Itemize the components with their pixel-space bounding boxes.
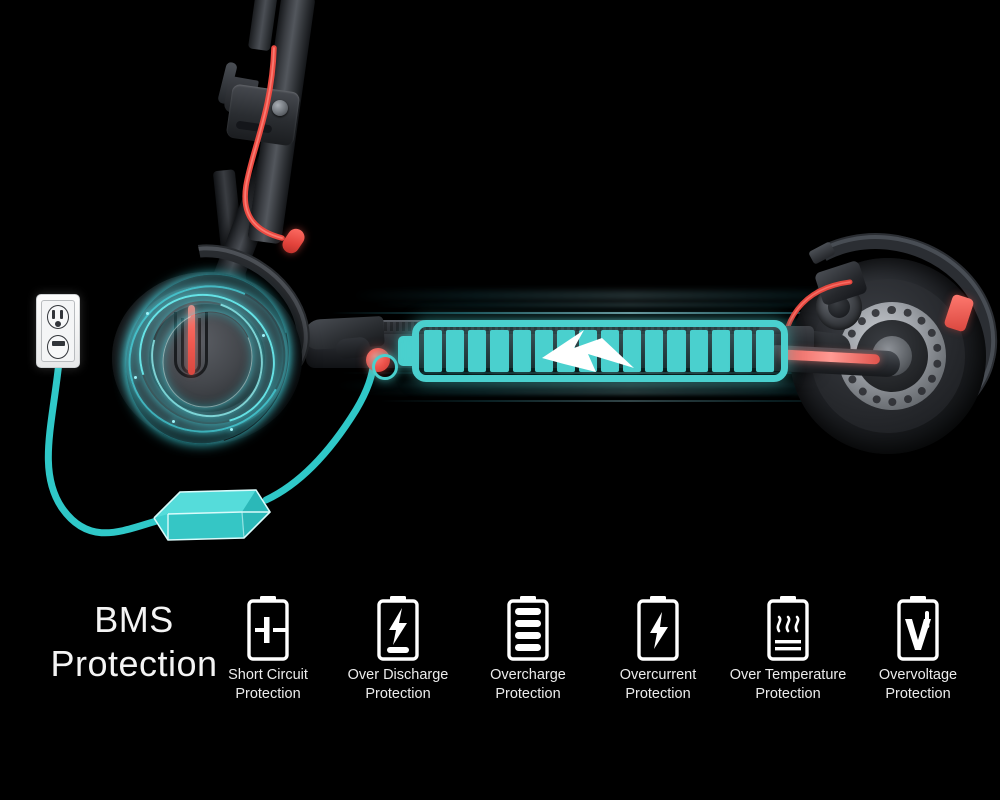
feature-label-line1: Overcurrent [619, 667, 697, 683]
outlet-slot-right [60, 310, 63, 319]
lightning-bolt-icon [542, 330, 634, 372]
feature-label: Short Circuit Protection [193, 666, 343, 704]
feature-label: Overcurrent Protection [583, 666, 733, 704]
battery-cell [689, 330, 708, 372]
battery-cell [468, 330, 487, 372]
battery-cell [534, 330, 553, 372]
battery-cell [733, 330, 752, 372]
battery-outline [412, 320, 788, 382]
bms-protection-section: BMS Protection Short Circuit Protection [0, 580, 1000, 800]
battery-cell [755, 330, 774, 372]
feature-label: Overvoltage Protection [843, 666, 993, 704]
feature-label: Over Discharge Protection [323, 666, 473, 704]
feature-overvoltage: Overvoltage Protection [843, 590, 993, 704]
charging-cable [44, 348, 378, 537]
battery-over-temperature-icon [713, 590, 863, 666]
feature-label-line2: Protection [495, 686, 561, 702]
energy-spark [262, 334, 265, 337]
hub-red-accent [188, 305, 195, 375]
feature-label-line1: Overcharge [490, 667, 566, 683]
outlet-ground-hole [55, 321, 61, 327]
battery-short-circuit-icon [193, 590, 343, 666]
scooter-scene [36, 0, 1000, 541]
feature-short-circuit: Short Circuit Protection [193, 590, 343, 704]
hub-bracket-outer [174, 312, 208, 378]
feature-label-line1: Over Temperature [729, 667, 847, 683]
battery-cell [512, 330, 531, 372]
battery-cell [667, 330, 686, 372]
bms-title-line2: Protection [50, 643, 218, 684]
charger-brick [153, 489, 272, 541]
energy-spark [146, 312, 149, 315]
bms-title-line1: BMS [94, 599, 174, 640]
energy-spark [230, 428, 233, 431]
feature-overcharge: Overcharge Protection [453, 590, 603, 704]
feature-over-discharge: Over Discharge Protection [323, 590, 473, 704]
feature-label: Over Temperature Protection [713, 666, 863, 704]
battery-overvoltage-icon [843, 590, 993, 666]
battery-overcharge-icon [453, 590, 603, 666]
battery-cell [645, 330, 664, 372]
feature-label-line2: Protection [365, 686, 431, 702]
clamp-bolt [272, 100, 288, 116]
battery-cell [623, 330, 642, 372]
battery-over-discharge-icon [323, 590, 473, 666]
energy-spark [134, 376, 137, 379]
energy-spark [172, 420, 175, 423]
battery-terminal [398, 336, 416, 366]
feature-label-line2: Protection [885, 686, 951, 702]
feature-over-temperature: Over Temperature Protection [713, 590, 863, 704]
battery-cell [424, 330, 443, 372]
battery-cell [711, 330, 730, 372]
battery-cell [446, 330, 465, 372]
feature-overcurrent: Overcurrent Protection [583, 590, 733, 704]
feature-label-line2: Protection [625, 686, 691, 702]
feature-label-line1: Overvoltage [878, 667, 958, 683]
feature-label-line2: Protection [235, 686, 301, 702]
battery-overcurrent-icon [583, 590, 733, 666]
battery-cell [490, 330, 509, 372]
outlet-slot-left [52, 310, 55, 319]
feature-label-line2: Protection [755, 686, 821, 702]
outlet-socket-bottom [47, 335, 69, 359]
front-wheel [94, 243, 320, 475]
brake-cable-front [210, 40, 300, 290]
charge-port-ring [372, 354, 398, 380]
feature-label-line1: Over Discharge [347, 667, 449, 683]
battery-indicator [398, 320, 788, 382]
outlet-slot-bottom [52, 341, 65, 346]
feature-label: Overcharge Protection [453, 666, 603, 704]
bms-title: BMS Protection [28, 598, 240, 686]
feature-label-line1: Short Circuit [228, 667, 308, 683]
